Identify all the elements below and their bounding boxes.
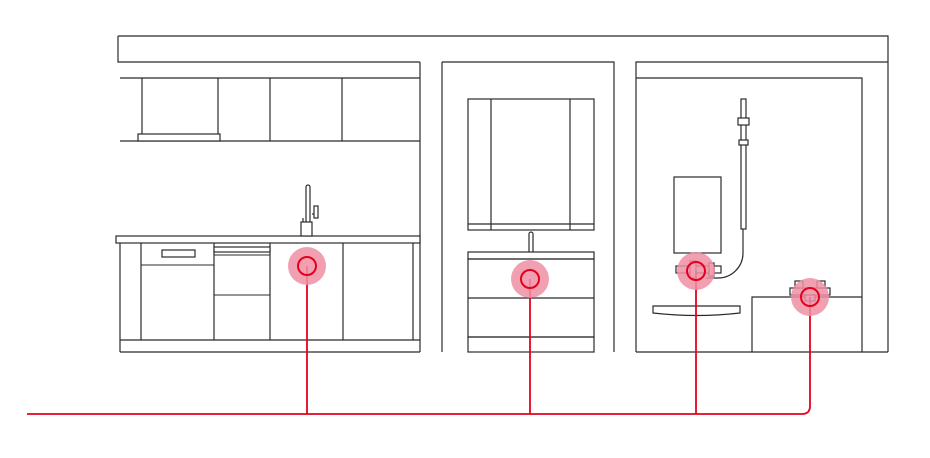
base-cabinets [119,243,420,353]
washroom-supply [511,260,549,298]
kitchen [115,77,421,353]
kitchen-supply [288,247,326,285]
connection-points [288,247,829,316]
washroom [467,98,595,353]
supply-pipes [27,266,811,415]
shower-panel [673,176,722,254]
mirror-cabinet [467,98,595,231]
drawers [213,246,271,296]
wall-cabinets [120,77,420,142]
bathroom [636,77,888,353]
vanity [467,231,595,353]
shower-rail [706,98,750,279]
building-outline [117,35,889,352]
dishwasher [141,249,214,266]
main-pipe [27,297,811,415]
shower-supply [677,252,715,290]
countertop [115,235,421,244]
bathtub-supply [791,278,829,316]
kitchen-faucet [300,184,319,237]
